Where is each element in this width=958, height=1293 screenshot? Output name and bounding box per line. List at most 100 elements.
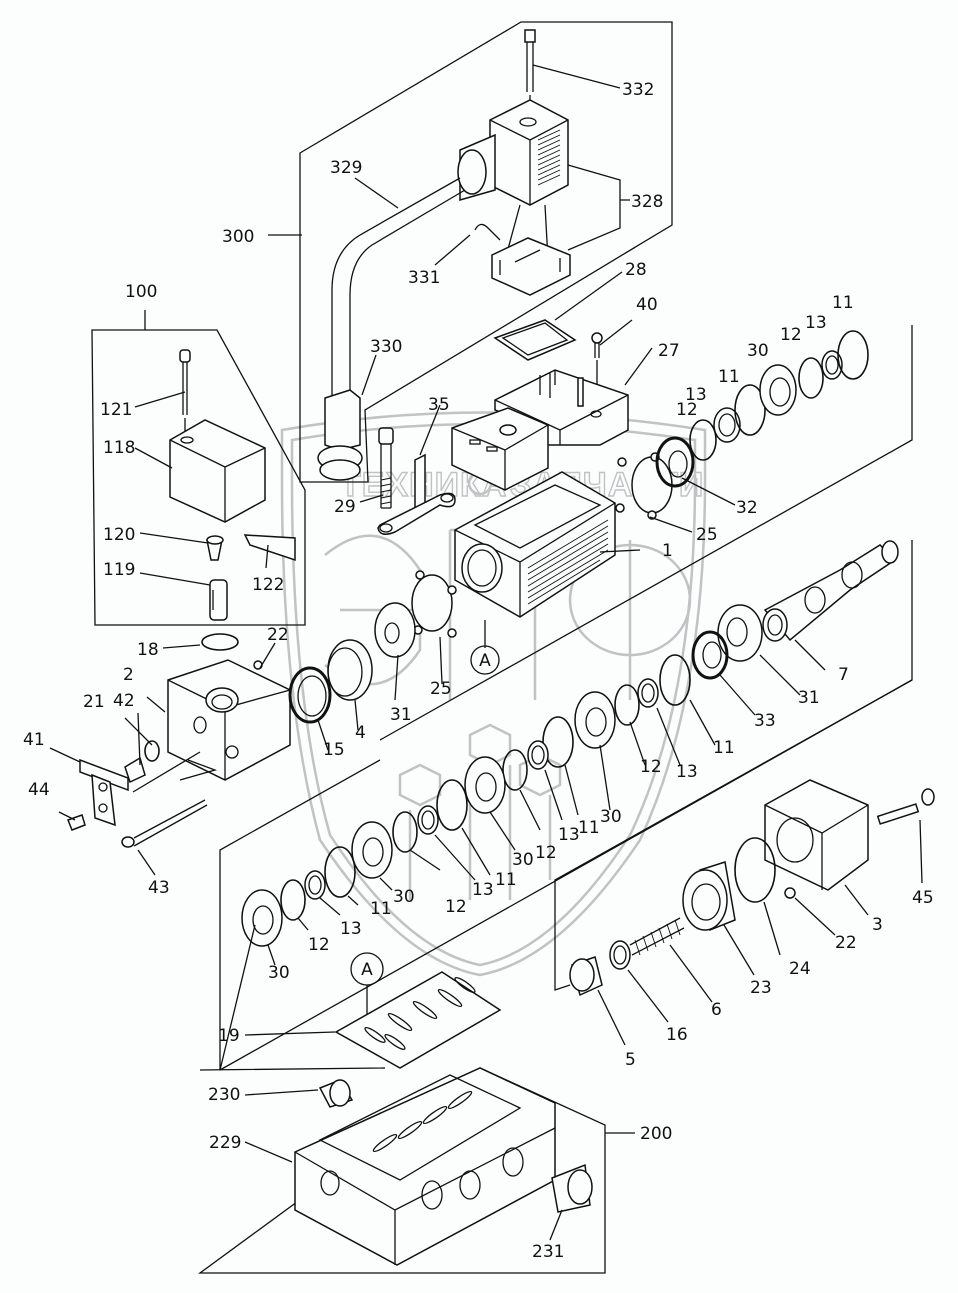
plate-41 xyxy=(79,758,129,792)
group-100-frame xyxy=(91,310,306,626)
label-15: 15 xyxy=(323,740,345,760)
seal-33 xyxy=(691,630,729,680)
label-300: 300 xyxy=(222,227,254,247)
label-29: 29 xyxy=(334,497,356,517)
label-11-f: 11 xyxy=(370,899,392,919)
label-19: 19 xyxy=(218,1026,240,1046)
label-44: 44 xyxy=(28,780,50,800)
label-27: 27 xyxy=(658,341,680,361)
watermark-hex-stacks xyxy=(398,723,562,900)
label-31-left: 31 xyxy=(390,705,412,725)
end-cap-2 xyxy=(167,633,291,781)
part-labels: 332 329 328 300 331 28 40 27 100 330 121… xyxy=(23,80,934,1262)
valve-body-1 xyxy=(454,471,616,618)
label-120: 120 xyxy=(103,525,135,545)
spacer-31-right xyxy=(717,604,763,662)
label-22-left: 22 xyxy=(267,625,289,645)
bracket-122 xyxy=(243,534,296,562)
label-7: 7 xyxy=(838,665,849,685)
upper-ring-frame xyxy=(379,325,913,741)
label-1: 1 xyxy=(662,541,673,561)
spring-6 xyxy=(629,917,685,956)
label-121: 121 xyxy=(100,400,132,420)
label-40: 40 xyxy=(636,295,658,315)
lower-ring-train xyxy=(219,654,691,1071)
group-300-solenoid-connector xyxy=(299,21,673,483)
cable-329 xyxy=(331,177,461,400)
label-28: 28 xyxy=(625,260,647,280)
group-200-frame xyxy=(198,1067,606,1274)
gasket-25-left xyxy=(411,570,457,638)
label-30-d: 30 xyxy=(393,887,415,907)
label-122: 122 xyxy=(252,575,284,595)
label-5: 5 xyxy=(625,1050,636,1070)
label-11-d: 11 xyxy=(578,818,600,838)
label-230: 230 xyxy=(208,1085,240,1105)
group-300-frame xyxy=(299,21,673,483)
label-13-upper-a: 13 xyxy=(685,385,707,405)
label-42: 42 xyxy=(113,691,135,711)
label-332: 332 xyxy=(622,80,654,100)
svg-text:A: A xyxy=(361,960,373,980)
label-30-b: 30 xyxy=(600,807,622,827)
label-16: 16 xyxy=(666,1025,688,1045)
gasket-28 xyxy=(493,319,577,361)
bolt-29 xyxy=(378,427,394,509)
leader-lines xyxy=(49,64,923,1241)
lever-35 xyxy=(377,453,456,535)
o-ring-24 xyxy=(734,837,776,903)
label-12-upper-a: 12 xyxy=(676,400,698,420)
piston-parts xyxy=(554,679,913,997)
o-ring-42 xyxy=(144,740,160,762)
label-23: 23 xyxy=(750,978,772,998)
terminal-block xyxy=(491,237,571,296)
connector-housing-328 xyxy=(489,99,569,206)
seal-15 xyxy=(288,666,332,724)
label-118: 118 xyxy=(103,438,135,458)
label-229: 229 xyxy=(209,1133,241,1153)
clip-331 xyxy=(474,223,501,241)
label-18: 18 xyxy=(137,640,159,660)
bolt-332-head xyxy=(524,29,536,43)
end-cap-3 xyxy=(764,779,935,899)
label-100: 100 xyxy=(125,282,157,302)
label-12-d: 12 xyxy=(535,843,557,863)
reference-marker-a-upper: A xyxy=(470,620,500,675)
label-12-f: 12 xyxy=(308,935,330,955)
label-25-left: 25 xyxy=(430,679,452,699)
label-35: 35 xyxy=(428,395,450,415)
pilot-cover-118 xyxy=(169,419,266,523)
label-21: 21 xyxy=(83,692,105,712)
label-3: 3 xyxy=(872,915,883,935)
plug-22-right xyxy=(784,887,796,899)
ring-16 xyxy=(609,940,631,970)
label-13-c: 13 xyxy=(676,762,698,782)
label-11-c: 11 xyxy=(713,738,735,758)
label-33: 33 xyxy=(754,711,776,731)
label-13-f: 13 xyxy=(340,919,362,939)
label-43: 43 xyxy=(148,878,170,898)
label-231: 231 xyxy=(532,1242,564,1262)
label-4: 4 xyxy=(355,723,366,743)
tie-rod-43 xyxy=(133,799,208,847)
tie-rod-43-head xyxy=(121,836,135,848)
label-45: 45 xyxy=(912,888,934,908)
label-11-e: 11 xyxy=(495,870,517,890)
seal-32 xyxy=(655,436,695,488)
o-ring-18 xyxy=(201,633,239,651)
label-12-c: 12 xyxy=(640,757,662,777)
label-25-right: 25 xyxy=(696,525,718,545)
spacer-31-left xyxy=(374,602,416,658)
label-12-upper-b: 12 xyxy=(780,325,802,345)
label-32: 32 xyxy=(736,498,758,518)
label-119: 119 xyxy=(103,560,135,580)
label-329: 329 xyxy=(330,158,362,178)
label-2: 2 xyxy=(123,665,134,685)
label-30-upper: 30 xyxy=(747,341,769,361)
label-328: 328 xyxy=(631,192,663,212)
label-22-right: 22 xyxy=(835,933,857,953)
label-41: 41 xyxy=(23,730,45,750)
svg-text:A: A xyxy=(479,651,491,671)
label-30-e: 30 xyxy=(268,963,290,983)
